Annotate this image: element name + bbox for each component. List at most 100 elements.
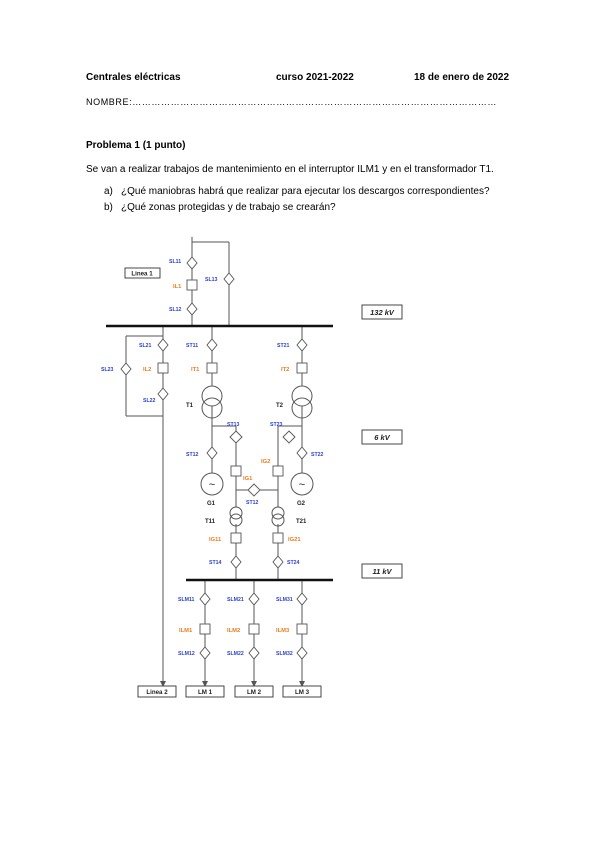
disconnector-sl13[interactable]	[223, 272, 235, 286]
label-ilm3: ILM3	[276, 628, 290, 634]
label-il1: IL1	[173, 284, 182, 290]
load-box-lm3	[282, 685, 322, 698]
line2-box	[137, 685, 177, 698]
disconnector-slm12[interactable]	[199, 646, 211, 660]
label-t21: T21	[296, 519, 307, 525]
transformer-t2-primary	[291, 385, 313, 407]
disconnector-st12-tie[interactable]	[247, 483, 261, 497]
label-t11: T11	[205, 519, 216, 525]
generator-g1-symbol: ~	[209, 479, 215, 491]
disconnector-st11[interactable]	[206, 338, 218, 352]
transformer-t21-secondary	[271, 513, 285, 527]
course-name: Centrales eléctricas	[86, 72, 181, 83]
label-slm22: SLM22	[227, 651, 244, 657]
generator-g1	[200, 472, 224, 496]
transformer-t1-primary	[201, 385, 223, 407]
busbar-132kv-box	[361, 304, 403, 320]
label-st13: ST13	[227, 422, 240, 428]
question-a: a) ¿Qué maniobras habrá que realizar para…	[104, 186, 490, 197]
question-b-label: b)	[104, 202, 113, 213]
load-lm1-label: LM 1	[198, 689, 213, 696]
label-st24: ST24	[287, 560, 300, 566]
breaker-it2[interactable]	[296, 362, 308, 374]
label-ilm1: ILM1	[179, 628, 193, 634]
student-name-line: NOMBRE:…………………………………………………………………………………………	[86, 97, 498, 107]
breaker-ig1[interactable]	[230, 465, 242, 477]
transformer-t21-primary	[271, 506, 285, 520]
label-g2: G2	[297, 501, 306, 507]
transformer-t11-primary	[229, 506, 243, 520]
label-t2: T2	[276, 403, 284, 409]
breaker-ig2[interactable]	[272, 465, 284, 477]
problem-statement: Se van a realizar trabajos de mantenimie…	[86, 164, 494, 175]
label-st12: ST12	[186, 452, 199, 458]
label-sl13: SL13	[205, 277, 218, 283]
label-ig11: IG11	[209, 537, 222, 543]
label-st14: ST14	[209, 560, 222, 566]
question-b-text: ¿Qué zonas protegidas y de trabajo se cr…	[121, 202, 336, 213]
label-slm11: SLM11	[178, 597, 195, 603]
label-g1: G1	[207, 501, 216, 507]
load-lm2-label: LM 2	[247, 689, 262, 696]
label-it2: IT2	[281, 367, 289, 373]
busbar-132kv-label: 132 kV	[370, 308, 395, 317]
label-slm32: SLM32	[276, 651, 293, 657]
label-il2: IL2	[143, 367, 151, 373]
label-t1: T1	[186, 403, 194, 409]
disconnector-sl11[interactable]	[186, 256, 198, 270]
academic-year: curso 2021-2022	[276, 72, 354, 83]
disconnector-slm21[interactable]	[248, 592, 260, 606]
label-it1: IT1	[191, 367, 200, 373]
problem-title: Problema 1 (1 punto)	[86, 140, 186, 151]
label-ig21: IG21	[288, 537, 301, 543]
disconnector-st12[interactable]	[206, 446, 218, 460]
disconnector-sl21[interactable]	[157, 338, 169, 352]
label-slm21: SLM21	[227, 597, 244, 603]
disconnector-slm31[interactable]	[296, 592, 308, 606]
disconnector-st22[interactable]	[296, 446, 308, 460]
label-sl11: SL11	[169, 259, 181, 265]
label-sl21: SL21	[139, 343, 152, 349]
breaker-il2[interactable]	[157, 362, 169, 374]
disconnector-st23[interactable]	[282, 430, 296, 444]
exam-date: 18 de enero de 2022	[414, 72, 510, 83]
breaker-ilm1[interactable]	[199, 623, 211, 635]
breaker-ig21[interactable]	[272, 532, 284, 544]
label-ig1: IG1	[243, 476, 253, 482]
disconnector-sl22[interactable]	[157, 387, 169, 401]
disconnector-st24[interactable]	[272, 555, 284, 569]
line1-box	[124, 267, 161, 279]
disconnector-st14[interactable]	[230, 555, 242, 569]
breaker-il1[interactable]	[186, 279, 198, 291]
transformer-t2-secondary	[291, 397, 313, 419]
label-st12-tie: ST12	[246, 500, 259, 506]
disconnector-slm32[interactable]	[296, 646, 308, 660]
load-lm3-label: LM 3	[295, 689, 310, 696]
load-box-lm2	[234, 685, 274, 698]
breaker-ig11[interactable]	[230, 532, 242, 544]
label-slm12: SLM12	[178, 651, 195, 657]
label-sl22: SL22	[143, 398, 156, 404]
line2-label: Linea 2	[146, 689, 168, 696]
disconnector-st13[interactable]	[229, 430, 243, 444]
breaker-it1[interactable]	[206, 362, 218, 374]
label-sl12: SL12	[169, 307, 182, 313]
load-box-lm1	[185, 685, 225, 698]
breaker-ilm2[interactable]	[248, 623, 260, 635]
disconnector-slm22[interactable]	[248, 646, 260, 660]
disconnector-slm11[interactable]	[199, 592, 211, 606]
question-a-text: ¿Qué maniobras habrá que realizar para e…	[121, 186, 490, 197]
disconnector-sl23[interactable]	[120, 362, 132, 376]
question-b: b) ¿Qué zonas protegidas y de trabajo se …	[104, 202, 336, 213]
label-st21: ST21	[277, 343, 290, 349]
line1-label: Linea 1	[131, 271, 153, 278]
label-sl23: SL23	[101, 367, 114, 373]
label-st22: ST22	[311, 452, 324, 458]
disconnector-sl12[interactable]	[186, 302, 198, 316]
breaker-ilm3[interactable]	[296, 623, 308, 635]
disconnector-st21[interactable]	[296, 338, 308, 352]
wiring	[125, 237, 305, 687]
question-a-label: a)	[104, 186, 113, 197]
label-st23: ST23	[270, 422, 283, 428]
